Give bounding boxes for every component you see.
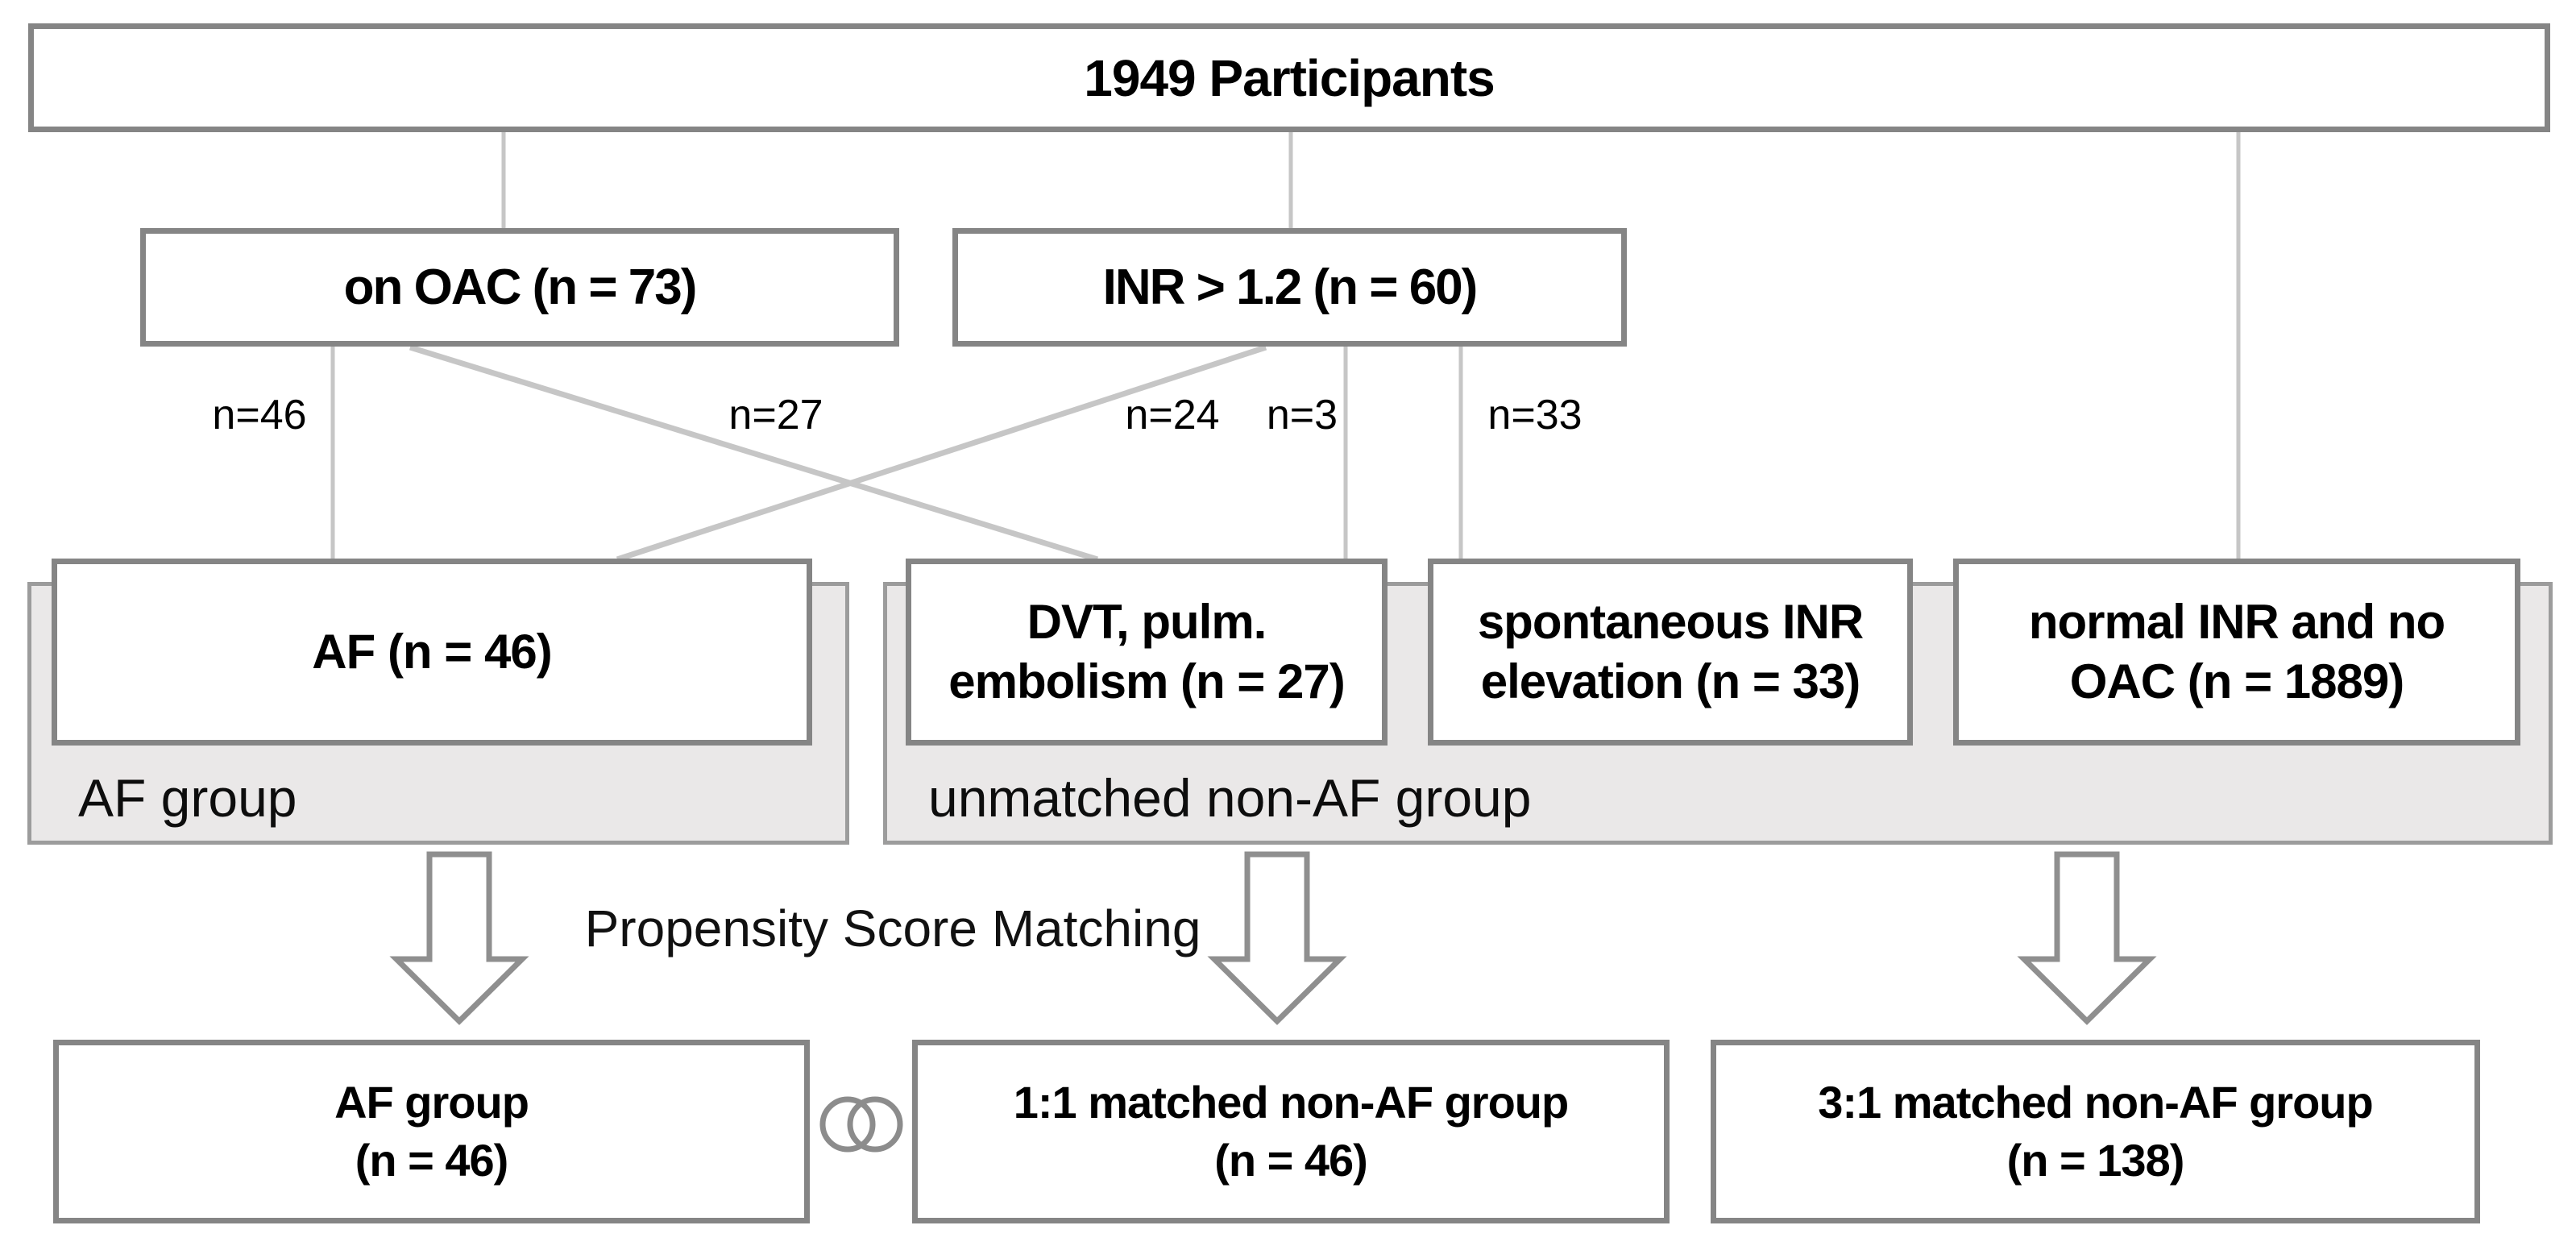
matched-af-line1: AF group	[334, 1077, 529, 1128]
edge-line-oac-to-dvt	[409, 344, 1099, 563]
normal-inr-label-line2: OAC (n = 1889)	[2069, 654, 2404, 708]
oac-box: on OAC (n = 73)	[140, 228, 899, 347]
three-to-one-line1: 3:1 matched non-AF group	[1818, 1077, 2373, 1128]
edge-label-oac-to-dvt: n=27	[728, 392, 823, 438]
three-to-one-matched-box: 3:1 matched non-AF group (n = 138)	[1711, 1040, 2480, 1223]
propensity-score-matching-note: Propensity Score Matching	[585, 893, 1201, 964]
participants-box: 1949 Participants	[28, 23, 2550, 132]
spontaneous-label-line2: elevation (n = 33)	[1480, 654, 1860, 708]
af-box: AF (n = 46)	[52, 559, 812, 746]
link-ring-left	[819, 1096, 876, 1153]
oac-label: on OAC (n = 73)	[343, 260, 698, 315]
inr-box: INR > 1.2 (n = 60)	[952, 228, 1627, 347]
one-to-one-line1: 1:1 matched non-AF group	[1013, 1077, 1569, 1128]
psm-note-line2: Matching	[991, 899, 1201, 957]
dvt-label-line1: DVT, pulm.	[1027, 595, 1267, 649]
down-arrow-icons	[389, 851, 2157, 1025]
link-ring-right	[847, 1096, 903, 1153]
normal-inr-label-line1: normal INR and no	[2028, 595, 2445, 649]
psm-note-line1: Propensity Score	[584, 899, 977, 957]
edge-label-inr-to-af: n=24	[1125, 392, 1220, 438]
af-group-container-label: AF group	[78, 768, 297, 828]
unmatched-group-container-label: unmatched non-AF group	[928, 768, 1532, 828]
edge-label-inr-to-spontaneous: n=33	[1487, 392, 1583, 438]
edge-label-oac-to-af: n=46	[212, 392, 307, 438]
down-arrow-icon	[2017, 851, 2157, 1025]
matched-af-group-box: AF group (n = 46)	[53, 1040, 810, 1223]
one-to-one-line2: (n = 46)	[1214, 1135, 1368, 1186]
participants-label: 1949 Participants	[1084, 48, 1495, 107]
one-to-one-matched-box: 1:1 matched non-AF group (n = 46)	[912, 1040, 1670, 1223]
normal-inr-box: normal INR and no OAC (n = 1889)	[1953, 559, 2520, 746]
connector-lines	[330, 132, 2241, 563]
edge-line-inr-to-af	[616, 344, 1267, 563]
matched-af-line2: (n = 46)	[355, 1135, 509, 1186]
down-arrow-icon	[1207, 851, 1347, 1025]
spontaneous-inr-box: spontaneous INR elevation (n = 33)	[1428, 559, 1913, 746]
three-to-one-line2: (n = 138)	[2006, 1135, 2185, 1186]
edge-label-inr-to-dvt: n=3	[1266, 392, 1338, 438]
matching-link-icon	[819, 1096, 903, 1153]
dvt-label-line2: embolism (n = 27)	[948, 654, 1345, 708]
af-label-line1: AF (n = 46)	[312, 625, 552, 679]
down-arrow-icon	[389, 851, 529, 1025]
inr-label: INR > 1.2 (n = 60)	[1102, 260, 1479, 315]
dvt-embolism-box: DVT, pulm. embolism (n = 27)	[906, 559, 1388, 746]
spontaneous-label-line1: spontaneous INR	[1477, 595, 1864, 649]
